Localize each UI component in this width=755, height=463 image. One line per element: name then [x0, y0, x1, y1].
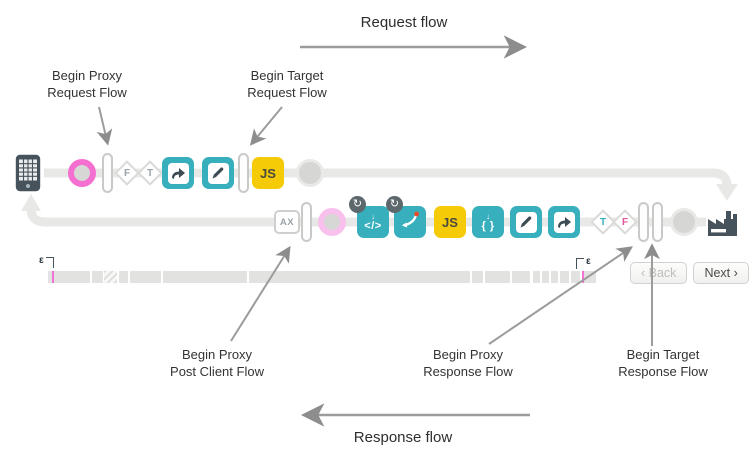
timeline-segment	[512, 271, 530, 283]
response-flow-label: Response flow	[353, 429, 453, 446]
response-start-ring[interactable]	[318, 208, 346, 236]
callout-begin-target-request-flow: Begin Target Request Flow	[247, 68, 327, 100]
back-button[interactable]: ‹ Back	[630, 262, 688, 284]
post-client-pointer-arrow-icon	[230, 245, 291, 342]
callout-arrow-icon	[167, 162, 189, 184]
begin-target-response-flow-marker[interactable]	[652, 202, 663, 242]
timeline-segment	[119, 271, 128, 283]
client-device-icon[interactable]	[15, 154, 41, 192]
iterate-badge-icon: ↻	[349, 196, 366, 213]
proxy-request-pointer-arrow-icon	[96, 106, 113, 146]
timeline-segment	[542, 271, 549, 283]
response-track-arrowhead-icon	[21, 194, 41, 211]
callout-policy[interactable]	[162, 157, 194, 189]
condition-letter: F	[621, 216, 629, 228]
condition-true-diamond[interactable]: T	[137, 160, 163, 186]
condition-letter: F	[123, 167, 131, 179]
factory-icon	[708, 211, 737, 236]
target-backend-icon[interactable]	[706, 207, 740, 237]
timeline-segment	[560, 271, 569, 283]
timeline-segment	[163, 271, 247, 283]
timeline-segment	[571, 271, 580, 283]
condition-letter: T	[146, 167, 154, 179]
timeline-tick	[52, 271, 54, 283]
braces-download-icon: ↓{ }	[481, 211, 495, 232]
timeline-segment	[92, 271, 103, 283]
callout-begin-proxy-request-flow: Begin Proxy Request Flow	[47, 68, 127, 100]
trace-timeline-bar[interactable]	[46, 271, 596, 283]
timeline-segment	[130, 271, 161, 283]
condition-false-diamond[interactable]: F	[114, 160, 140, 186]
javascript-policy[interactable]: JS	[434, 206, 466, 238]
timeline-segment	[533, 271, 540, 283]
begin-proxy-response-flow-marker[interactable]	[638, 202, 649, 242]
timeline-segment	[485, 271, 510, 283]
timeline-start-epsilon: ε	[39, 256, 54, 268]
bracket-icon	[576, 258, 584, 269]
transition-dot[interactable]	[296, 159, 324, 187]
request-flow-label: Request flow	[360, 14, 448, 31]
callout-begin-proxy-response-flow: Begin Proxy Response Flow	[423, 347, 513, 379]
epsilon-symbol: ε	[586, 256, 591, 267]
assign-message-policy[interactable]	[510, 206, 542, 238]
callout-begin-target-response-flow: Begin Target Response Flow	[618, 347, 708, 379]
condition-false-diamond[interactable]: F	[612, 209, 638, 235]
pencil-icon	[515, 211, 537, 233]
epsilon-symbol: ε	[39, 255, 44, 266]
proxy-response-pointer-arrow-icon	[488, 246, 633, 345]
timeline-segment	[48, 271, 90, 283]
next-button[interactable]: Next ›	[693, 262, 749, 284]
pager: ‹ Back Next ›	[630, 262, 749, 284]
analytics-step[interactable]: AX	[274, 210, 300, 234]
target-request-pointer-arrow-icon	[249, 106, 283, 146]
proxy-request-start-ring[interactable]	[68, 159, 96, 187]
timeline-segment	[584, 271, 596, 283]
request-track-arrowhead-icon	[716, 184, 738, 201]
timeline-end-epsilon: ε	[576, 257, 591, 269]
timeline-segment	[551, 271, 558, 283]
javascript-policy[interactable]: JS	[252, 157, 284, 189]
bracket-icon	[45, 257, 54, 268]
route-policy[interactable]: ↻	[386, 196, 426, 238]
phone-icon	[15, 154, 41, 192]
code-policy[interactable]: ↓</>↻	[349, 196, 389, 238]
route-arrow-icon	[398, 208, 422, 237]
begin-proxy-request-flow-marker[interactable]	[102, 153, 113, 193]
transition-dot[interactable]	[670, 208, 698, 236]
extract-variables-policy[interactable]: ↓{ }	[472, 206, 504, 238]
begin-proxy-post-client-flow-marker[interactable]	[301, 202, 312, 242]
iterate-badge-icon: ↻	[386, 196, 403, 213]
callout-policy[interactable]	[548, 206, 580, 238]
timeline-segment	[249, 271, 470, 283]
timeline-segment	[104, 271, 117, 283]
code-download-icon: ↓</>	[364, 211, 382, 232]
callout-arrow-icon	[553, 211, 575, 233]
pencil-icon	[207, 162, 229, 184]
assign-message-policy[interactable]	[202, 157, 234, 189]
timeline-tick	[582, 271, 584, 283]
begin-target-request-flow-marker[interactable]	[238, 153, 249, 193]
timeline-segment	[472, 271, 483, 283]
callout-begin-proxy-post-client-flow: Begin Proxy Post Client Flow	[170, 347, 264, 379]
